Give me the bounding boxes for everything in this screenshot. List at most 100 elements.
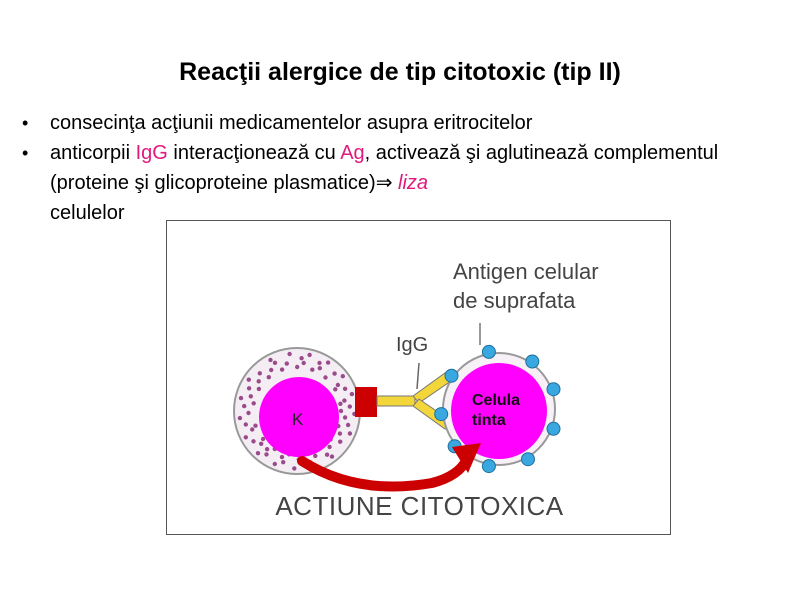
bullet-text: consecinţa acţiunii medicamentelor asupr… — [50, 112, 533, 134]
granule-dot — [338, 401, 343, 406]
igg-label: IgG — [396, 334, 429, 356]
granule-dot — [333, 387, 338, 392]
granule-dot — [307, 352, 312, 358]
granule-dot — [264, 452, 269, 457]
granule-dot — [327, 444, 332, 450]
granule-dot — [313, 453, 318, 459]
granule-dot — [317, 366, 322, 371]
cytotoxic-action-arrow — [297, 454, 472, 492]
granule-dot — [246, 377, 251, 382]
granule-dot — [250, 427, 255, 432]
antigen-dot — [525, 354, 540, 369]
antigen-dot — [521, 452, 535, 467]
antigen-label-line-1: Antigen celular — [453, 259, 599, 284]
granule-dot — [345, 422, 351, 428]
text-segment: interacţionează cu — [167, 142, 341, 164]
killer-cell-label: K — [292, 410, 304, 429]
ag-term: Ag — [340, 142, 365, 164]
target-cell-label: Celula tinta — [472, 391, 520, 431]
granule-dot — [253, 423, 258, 428]
granule-dot — [342, 398, 347, 403]
granule-dot — [347, 404, 352, 409]
granule-dot — [246, 386, 252, 391]
granule-dot — [255, 451, 261, 456]
text-segment: anticorpii — [50, 142, 136, 164]
granule-dot — [269, 367, 274, 373]
text-segment: , activează şi aglutinează complementul … — [50, 142, 719, 194]
target-cell-core — [451, 363, 547, 459]
granule-dot — [323, 375, 328, 380]
granule-dot — [349, 391, 355, 397]
granule-dot — [272, 360, 278, 365]
granule-dot — [338, 408, 344, 414]
bullet-item-2: • anticorpii IgG interacţionează cu Ag, … — [22, 138, 762, 228]
antigen-dot — [546, 382, 561, 397]
granule-dot — [256, 386, 262, 392]
granule-dot — [329, 454, 335, 459]
granule-dot — [251, 439, 256, 444]
granule-dot — [238, 395, 244, 401]
antigen-label-line-2: de suprafata — [453, 288, 576, 313]
granule-dot — [256, 379, 261, 384]
granule-dot — [338, 439, 343, 444]
target-label-line-2: tinta — [472, 412, 506, 429]
surface-antigens — [434, 344, 561, 474]
granule-dot — [237, 415, 243, 421]
antigen-dot — [481, 459, 496, 474]
granule-dot — [243, 435, 248, 440]
granule-dot — [279, 454, 285, 460]
bullet-marker: • — [22, 143, 29, 163]
liza-term: liza — [392, 172, 429, 194]
granule-dot — [347, 431, 353, 436]
granule-dot — [299, 356, 304, 361]
bullet-marker: • — [22, 113, 29, 133]
bullet-item-1: • consecinţa acţiunii medicamentelor asu… — [22, 108, 762, 138]
granule-dot — [279, 367, 285, 372]
diagram-illustration — [233, 323, 561, 492]
granule-dot — [246, 410, 251, 416]
text-segment: celulelor — [50, 202, 125, 224]
granule-dot — [272, 461, 277, 467]
igg-term: IgG — [135, 142, 168, 164]
antibody-stem — [376, 395, 416, 407]
granule-dot — [248, 394, 253, 399]
granule-dot — [324, 452, 330, 457]
granule-dot — [342, 386, 348, 391]
antigen-dot — [546, 421, 561, 436]
granule-dot — [266, 375, 271, 380]
granule-dot — [260, 436, 266, 442]
antigen-dot — [434, 407, 449, 422]
slide-title: Reacţii alergice de tip citotoxic (tip I… — [179, 58, 621, 86]
granule-dot — [284, 361, 289, 366]
arrow-head-icon — [452, 443, 481, 473]
antigen-dot — [481, 344, 496, 359]
granule-dot — [251, 401, 256, 406]
granule-dot — [243, 422, 248, 427]
target-label-line-1: Celula — [472, 392, 521, 409]
granule-dot — [257, 371, 262, 376]
granule-dot — [259, 441, 264, 446]
granule-dot — [317, 360, 322, 366]
granule-dot — [264, 447, 270, 452]
igg-pointer-line — [416, 362, 420, 390]
granule-dot — [292, 466, 297, 471]
granule-dot — [287, 351, 292, 357]
granule-dot — [295, 364, 300, 370]
bullet-list: • consecinţa acţiunii medicamentelor asu… — [22, 108, 762, 228]
bullet-text: anticorpii IgG interacţionează cu Ag, ac… — [50, 138, 762, 228]
granule-dot — [340, 374, 345, 379]
granule-dot — [268, 357, 273, 363]
cytotoxic-diagram: Antigen celular de suprafata IgG K Celul… — [166, 220, 671, 535]
granule-dot — [335, 382, 341, 388]
granule-dot — [242, 403, 247, 409]
fc-receptor-block — [355, 387, 377, 417]
granule-dot — [342, 415, 348, 420]
granule-dot — [281, 460, 286, 465]
cytotoxic-action-label: ACTIUNE CITOTOXICA — [275, 491, 564, 521]
implies-arrow-icon: ⇒ — [375, 172, 393, 194]
antigen-dot — [444, 368, 459, 383]
killer-cell-nucleus — [259, 377, 339, 457]
granule-dot — [325, 360, 331, 365]
granule-dot — [337, 431, 343, 436]
granule-dot — [301, 360, 306, 366]
